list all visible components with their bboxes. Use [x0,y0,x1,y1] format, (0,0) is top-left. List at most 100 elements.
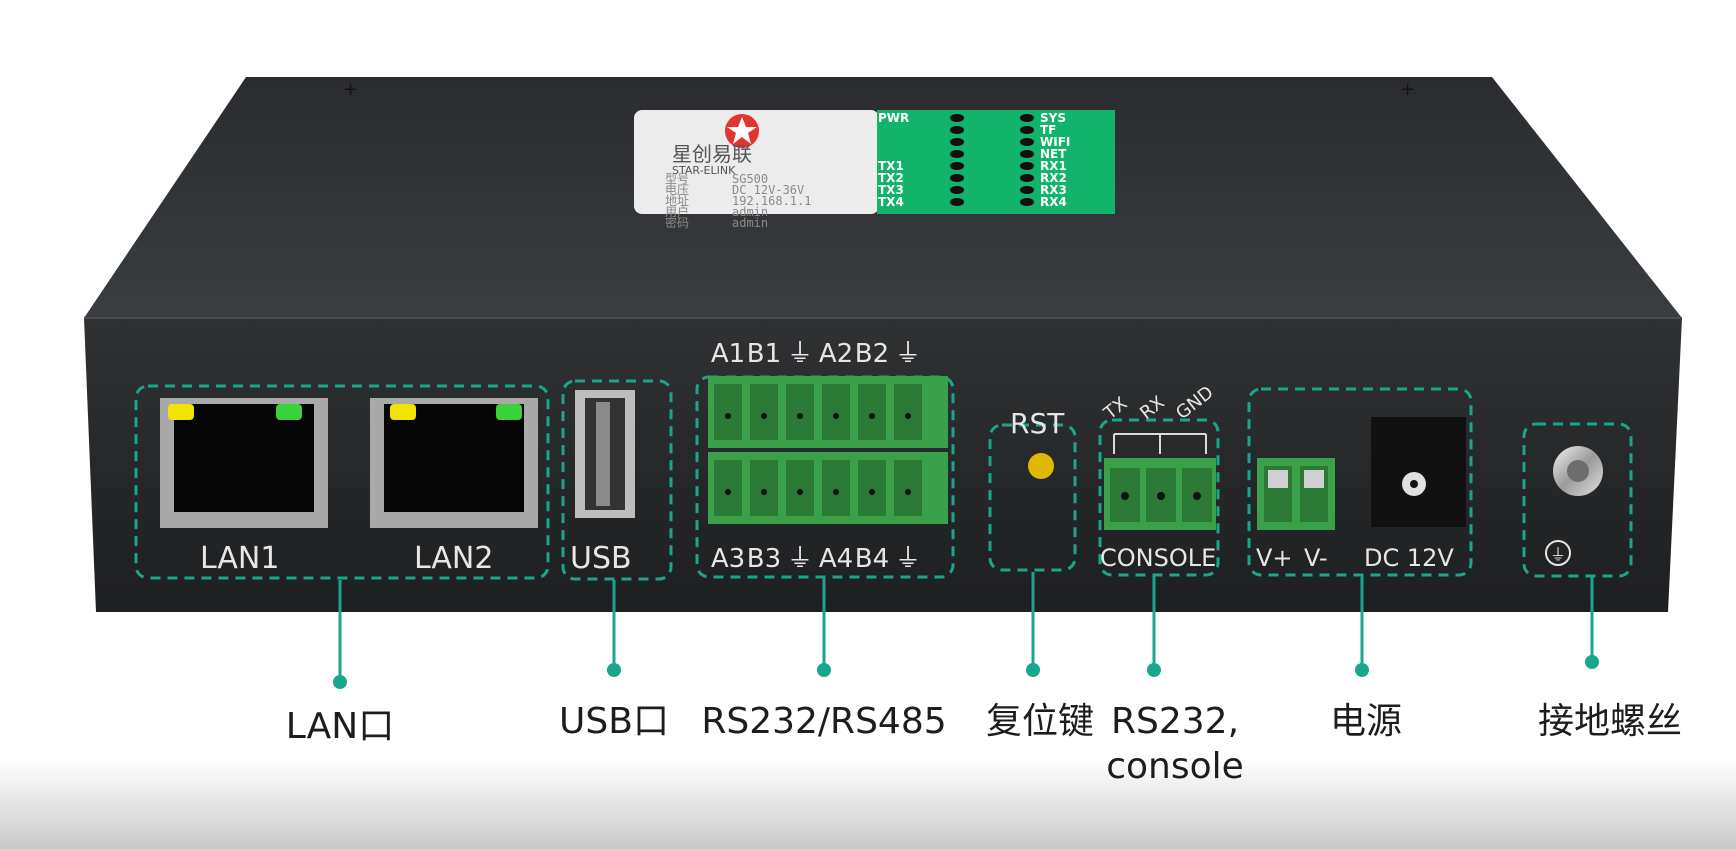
rs485-outline [695,375,955,579]
lan2-activity-led [496,404,522,420]
led-right-label: RX2 [1040,171,1067,185]
callout-dot [1355,663,1369,677]
terminal-top-label: ⏚ [895,339,921,369]
led-left-indicator [950,138,964,146]
terminal-screw [725,489,731,495]
sticker-field-value: admin [732,216,768,230]
sticker-field-value: SG500 [732,172,768,186]
terminal-screw [761,489,767,495]
led-left-label: PWR [878,111,909,125]
console-bracket [1113,433,1207,454]
terminal-screw [761,413,767,419]
led-right-indicator [1020,150,1034,158]
terminal-slot [786,460,814,516]
ground-symbol-ring [1545,540,1571,566]
callout-dot [1026,663,1040,677]
reset-label: RST [1010,407,1065,440]
console-terminal-block[interactable] [1104,458,1216,530]
sticker-field-label: 密码 [665,215,689,230]
terminal-top-label: B1 [747,339,781,369]
led-right-indicator [1020,162,1034,170]
callout-label-console: RS232, [1111,701,1239,742]
callout-label-power: 电源 [1330,701,1402,742]
terminal-bottom-label: ⏚ [895,544,921,574]
terminal-slot [894,460,922,516]
terminal-screw [797,413,803,419]
terminal-bottom-label: B3 [747,544,781,574]
terminal-screw [833,489,839,495]
terminal-slot [714,460,742,516]
lan2-port[interactable] [370,398,538,528]
sticker-field-value: DC 12V-36V [732,183,804,197]
usb-label: USB [570,541,632,576]
rs485-terminal-block[interactable] [708,376,948,524]
terminal-bottom-label: ⏚ [787,544,813,574]
power-pin-vminus: V- [1304,544,1328,572]
lan1-activity-led [276,404,302,420]
terminal-screw [869,489,875,495]
ground-outline [1522,422,1633,578]
callout-dot [1147,663,1161,677]
led-left-label: TX4 [878,195,904,209]
terminal-slot [894,384,922,440]
terminal-slot [750,460,778,516]
usb-outline [561,379,673,581]
led-left-indicator [950,150,964,158]
terminal-screw [797,489,803,495]
callout-label-console: console [1106,746,1244,787]
led-right-indicator [1020,186,1034,194]
usb-port[interactable] [575,390,635,518]
callout-label-lan: LAN口 [286,706,394,747]
terminal-slot [822,384,850,440]
led-right-label: RX3 [1040,183,1067,197]
led-left-indicator [950,126,964,134]
brand-logo [725,114,759,148]
sticker-field-label: 电压 [665,183,689,197]
terminal-slot [786,384,814,440]
sticker-field-label: 地址 [665,194,689,208]
ground-symbol-icon: ⏚ [1550,545,1566,564]
terminal-bottom-label: A3 [711,544,745,574]
terminal-bottom-label: B4 [855,544,889,574]
led-left-label: TX1 [878,159,904,173]
callout-dot [333,675,347,689]
led-right-indicator [1020,126,1034,134]
terminal-top-label: ⏚ [787,339,813,369]
sticker-field-label: 用户 [665,204,689,219]
callout-dot [607,663,621,677]
terminal-screw [905,489,911,495]
terminal-top-label: A1 [711,339,745,369]
led-left-indicator [950,198,964,206]
lan1-port[interactable] [160,398,328,528]
terminal-slot [750,384,778,440]
reset-button[interactable] [1028,453,1054,479]
led-left-indicator [950,186,964,194]
power-terminal-block[interactable] [1257,458,1335,530]
callout-label-usb: USB口 [559,701,669,742]
terminal-slot [858,460,886,516]
sticker-field-value: 192.168.1.1 [732,194,811,208]
lan1-label: LAN1 [200,541,279,576]
terminal-screw [869,413,875,419]
terminal-screw [725,413,731,419]
lan2-link-led [390,404,416,420]
terminal-slot [714,384,742,440]
floor-shadow [0,760,1736,849]
dc-jack[interactable] [1371,417,1466,527]
console-outline [1098,418,1220,577]
led-right-label: WIFI [1040,135,1070,149]
callout-dot [1585,655,1599,669]
led-right-label: SYS [1040,111,1066,125]
callout-label-ground: 接地螺丝 [1538,701,1682,742]
led-right-label: TF [1040,123,1056,137]
svg-text:+: + [343,79,358,100]
reset-outline [988,423,1077,572]
led-right-indicator [1020,174,1034,182]
lan2-label: LAN2 [414,541,493,576]
led-left-indicator [950,162,964,170]
